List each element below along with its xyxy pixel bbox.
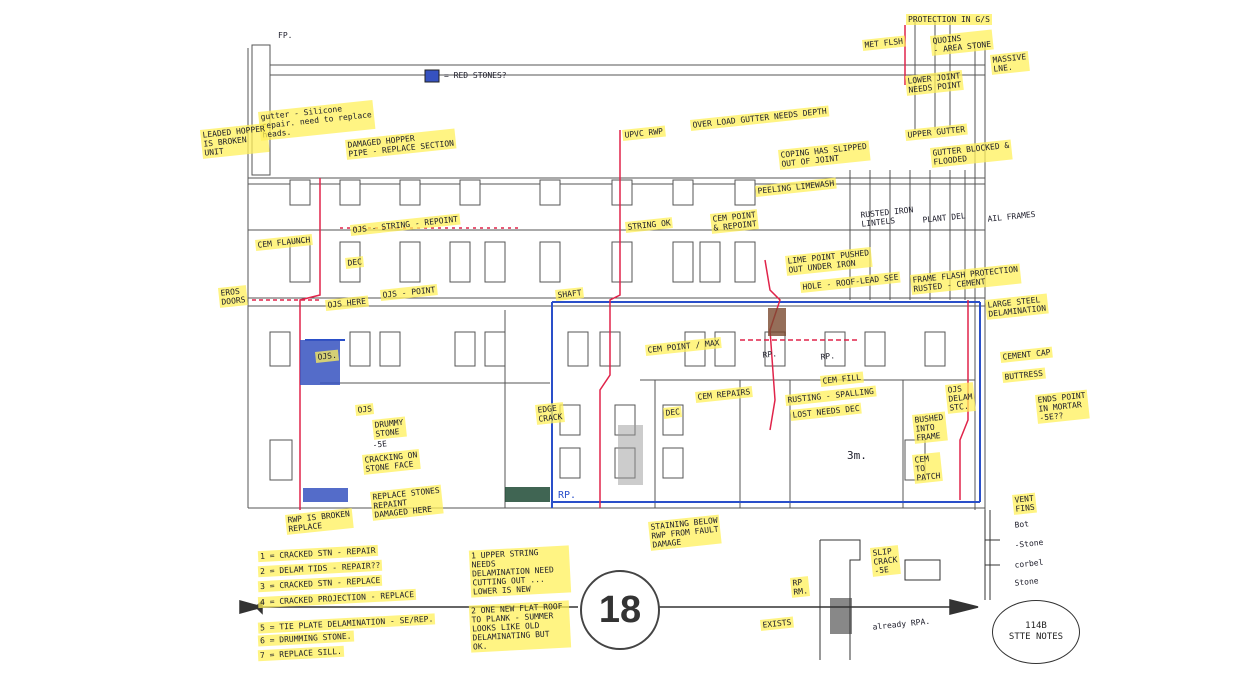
legend-item: 4 = CRACKED PROJECTION - REPLACE	[257, 588, 417, 609]
note-bushed: BUSHED INTO FRAME	[912, 411, 948, 444]
note-rp-rm: RP RM.	[790, 576, 811, 598]
note-3m: 3m.	[847, 449, 867, 462]
legend-item: 2 = DELAM TIDS - REPAIR??	[257, 559, 383, 578]
note-rp-2: RP.	[820, 351, 836, 362]
note-rp-blue: RP.	[558, 490, 577, 501]
note-fp: FP.	[278, 31, 293, 40]
note-cem-patch: CEM TO PATCH	[912, 452, 943, 484]
note-ojs-lower: OJS	[355, 403, 375, 416]
detail-sketch	[819, 510, 1000, 660]
legend-key: = RED STONES?	[444, 71, 507, 80]
hatched-patches	[300, 69, 852, 634]
legend-item: 2 ONE NEW FLAT ROOF TO PLANK - SUMMER LO…	[468, 600, 572, 653]
legend-list-mid: 1 UPPER STRING NEEDS DELAMINATION NEED C…	[468, 545, 572, 658]
legend-item: 7 = REPLACE SILL.	[257, 645, 345, 662]
site-notes-stamp: 114B STTE NOTES	[992, 600, 1080, 664]
note-dec-2: DEC	[663, 406, 683, 419]
legend-item: 1 = CRACKED STN - REPAIR	[257, 544, 378, 563]
building-outline	[247, 20, 986, 510]
note-rp-1: RP.	[762, 349, 778, 360]
note-eros-doors: EROS DOORS	[218, 285, 249, 308]
note-ojs-delam: OJS DELAM STC.	[945, 382, 976, 414]
note-edge-crack: EDGE CRACK	[535, 402, 566, 425]
note-vent-fins: VENT FINS	[1012, 492, 1038, 515]
note-ends-point: ENDS POINT IN MORTAR -5E??	[1035, 389, 1090, 424]
legend-item: 3 = CRACKED STN - REPLACE	[257, 574, 383, 593]
note-massive: MASSIVE LNE.	[990, 51, 1030, 75]
sheet-number-circle: 18	[580, 570, 660, 650]
legend-item: 1 UPPER STRING NEEDS DELAMINATION NEED C…	[468, 545, 572, 598]
note-slip-crack: SLIP CRACK -5E	[870, 545, 901, 577]
note-bot: Bot	[1014, 519, 1030, 530]
note-drummy: DRUMMY STONE	[372, 416, 407, 440]
legend-list-left: 1 = CRACKED STN - REPAIR 2 = DELAM TIDS …	[257, 544, 436, 663]
note-dec-1: DEC	[345, 256, 365, 269]
note-5e: -5E	[372, 439, 388, 450]
note-protection: PROTECTION IN G/S	[906, 14, 992, 25]
